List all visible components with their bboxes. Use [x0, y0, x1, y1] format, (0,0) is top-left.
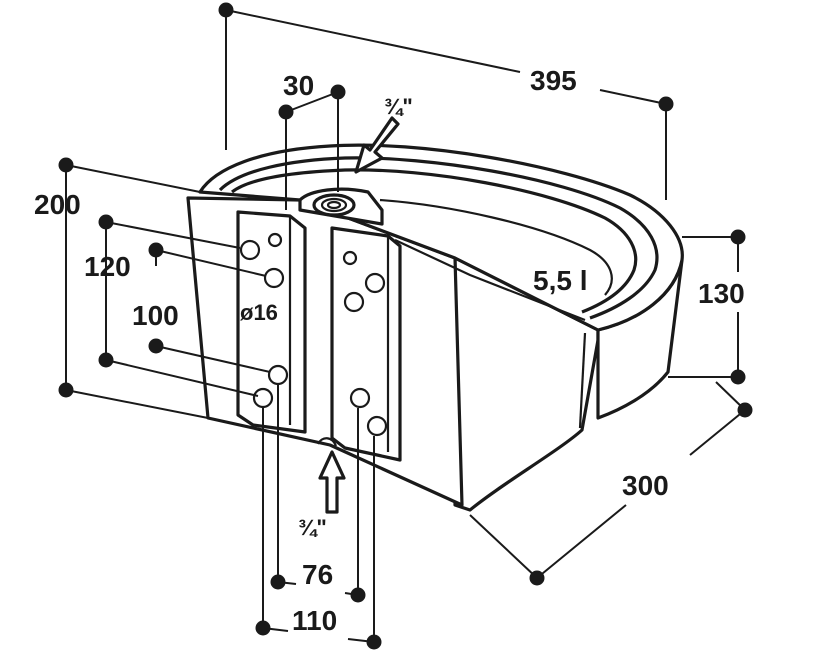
label-200: 200: [34, 189, 81, 220]
label-30: 30: [283, 70, 314, 101]
dimension-76: [270, 385, 366, 603]
label-120: 120: [84, 251, 131, 282]
dimension-110: [255, 408, 382, 650]
bowl-body-edge: [578, 332, 587, 429]
mount-hole: [263, 267, 285, 289]
dimension-30: [278, 84, 346, 210]
label-110: 110: [292, 605, 337, 636]
bowl-rim-inner: [218, 156, 659, 320]
mount-hole: [343, 291, 365, 313]
label-hole-diameter: ø16: [240, 300, 278, 325]
label-130: 130: [698, 278, 745, 309]
mounting-bracket-right: [330, 226, 402, 462]
bottom-inlet-arrow: [318, 450, 346, 514]
label-300: 300: [622, 470, 669, 501]
label-76: 76: [302, 559, 333, 590]
mount-hole: [267, 364, 289, 386]
label-volume: 5,5 l: [533, 265, 587, 296]
top-inlet-arrow: [354, 116, 400, 174]
bottom-inlet-notch: [317, 437, 338, 447]
label-100: 100: [132, 300, 179, 331]
dimension-100: [148, 242, 271, 373]
dimension-300: [469, 381, 753, 586]
mounting-bracket-left: [236, 210, 307, 434]
mount-hole: [366, 415, 388, 437]
mount-hole: [349, 387, 371, 409]
mount-hole: [252, 387, 274, 409]
label-inlet-top: ¾": [384, 94, 413, 119]
dimension-130: [668, 229, 746, 385]
inlet-connector: [298, 187, 384, 226]
dimension-200: [58, 157, 209, 419]
dimension-120: [98, 214, 259, 397]
dimension-395: [218, 2, 674, 200]
bowl-water-edge: [379, 198, 613, 296]
mount-hole: [342, 250, 358, 266]
mount-hole: [267, 232, 283, 248]
mount-hole: [364, 272, 386, 294]
bowl-right-face: [453, 256, 600, 512]
label-395: 395: [530, 65, 577, 96]
label-inlet-bottom: ¾": [298, 515, 327, 540]
bowl-inner-diagonal: [394, 239, 586, 322]
mount-hole: [239, 239, 261, 261]
bowl-inner-lining: [231, 168, 638, 314]
